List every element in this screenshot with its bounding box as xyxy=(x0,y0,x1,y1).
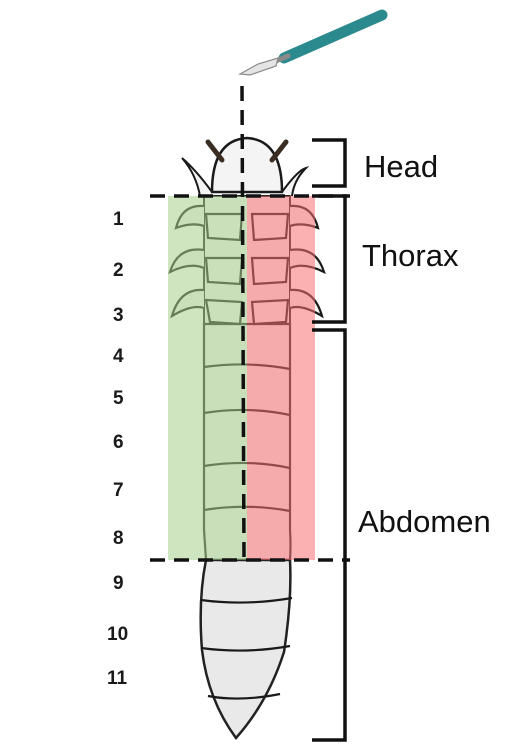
segment-number: 11 xyxy=(107,668,128,689)
segment-number: 5 xyxy=(113,388,124,409)
segment-number: 1 xyxy=(113,209,124,230)
right-half-highlight xyxy=(247,196,315,560)
abdomen-label: Abdomen xyxy=(358,504,491,539)
head-label: Head xyxy=(364,149,438,184)
region-brackets xyxy=(312,140,345,740)
segment-number: 2 xyxy=(113,260,124,281)
segment-number: 9 xyxy=(113,573,124,594)
segment-numbers: 1 2 3 4 5 6 7 8 9 10 11 xyxy=(107,209,128,689)
head-bracket xyxy=(312,140,345,186)
scalpel-icon xyxy=(240,15,382,75)
left-half-highlight xyxy=(168,196,247,560)
segment-number: 8 xyxy=(113,528,124,549)
thorax-label: Thorax xyxy=(362,238,459,273)
segment-number: 4 xyxy=(113,346,124,367)
segment-number: 6 xyxy=(113,432,124,453)
abdomen-bracket xyxy=(312,330,345,740)
segment-number: 3 xyxy=(113,305,124,326)
segment-number: 10 xyxy=(107,624,128,645)
segment-number: 7 xyxy=(113,480,124,501)
